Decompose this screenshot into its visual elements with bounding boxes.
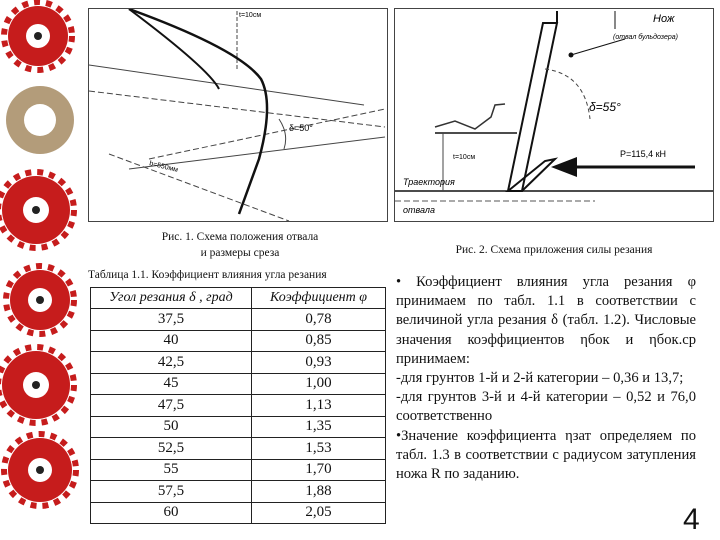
angle-cell: 52,5: [90, 437, 252, 460]
coef-cell: 1,53: [251, 437, 386, 460]
figure-1: t=10см δ=50° b=550мм: [88, 8, 388, 222]
page-number: 4: [683, 503, 700, 536]
figure-1-caption-line1: Рис. 1. Схема положения отвала: [161, 231, 319, 243]
fig1-width-label: b=550мм: [149, 160, 179, 174]
angle-cell: 47,5: [90, 394, 252, 417]
paragraph-soil-3-4: -для грунтов 3-й и 4-й категории – 0,52 …: [396, 389, 696, 425]
coef-cell: 1,00: [251, 372, 386, 395]
fig2-traj-label-2: отвала: [403, 205, 435, 215]
coef-cell: 1,13: [251, 394, 386, 417]
table-caption: Таблица 1.1. Коэффициент влияния угла ре…: [88, 269, 327, 281]
angle-cell: 55: [90, 458, 252, 481]
coef-cell: 1,88: [251, 480, 386, 503]
figure-1-caption-line2: и размеры среза: [200, 246, 280, 259]
figure-1-caption: Рис. 1. Схема положения отвала и размеры…: [130, 230, 350, 261]
fig2-knife-sub-label: (отвал бульдозера): [613, 33, 678, 41]
angle-cell: 40: [90, 329, 252, 352]
coef-cell: 2,05: [251, 501, 386, 524]
paragraph-soil-1-2: -для грунтов 1-й и 2-й категории – 0,36 …: [396, 370, 684, 387]
fig1-top-label: t=10см: [239, 12, 261, 19]
header-angle: Угол резания δ , град: [90, 287, 252, 309]
fig2-angle-label: δ=55°: [589, 100, 621, 114]
coef-cell: 0,78: [251, 308, 386, 331]
paragraph-phi: • Коэффициент влияния угла резания φ при…: [396, 274, 696, 367]
header-coefficient: Коэффициент φ: [251, 287, 386, 309]
paragraph-eta-zat: •Значение коэффициента ηзат определяем п…: [396, 427, 696, 483]
fig2-traj-label-1: Траектория: [403, 177, 455, 187]
angle-cell: 50: [90, 415, 252, 438]
angle-cell: 42,5: [90, 351, 252, 374]
body-text: • Коэффициент влияния угла резания φ при…: [396, 273, 696, 484]
figure-2-caption: Рис. 2. Схема приложения силы резания: [455, 244, 653, 256]
angle-cell: 57,5: [90, 480, 252, 503]
fig1-angle-label: δ=50°: [289, 123, 313, 133]
coef-cell: 1,35: [251, 415, 386, 438]
angle-cell: 60: [90, 501, 252, 524]
coef-cell: 0,93: [251, 351, 386, 374]
coefficient-table: Угол резания δ , град Коэффициент φ 37,5…: [90, 287, 386, 524]
fig2-depth-label: t=10см: [453, 154, 475, 161]
table-header-row: Угол резания δ , град Коэффициент φ: [90, 287, 386, 309]
angle-cell: 45: [90, 372, 252, 395]
fig2-force-label: P=115,4 кН: [620, 149, 666, 159]
angle-cell: 37,5: [90, 308, 252, 331]
fig2-knife-label: Нож: [653, 13, 675, 25]
gear-decoration: [0, 0, 79, 509]
figure-2: Нож (отвал бульдозера) δ=55° t=10см P=11…: [394, 8, 714, 222]
coef-cell: 1,70: [251, 458, 386, 481]
coef-cell: 0,85: [251, 329, 386, 352]
